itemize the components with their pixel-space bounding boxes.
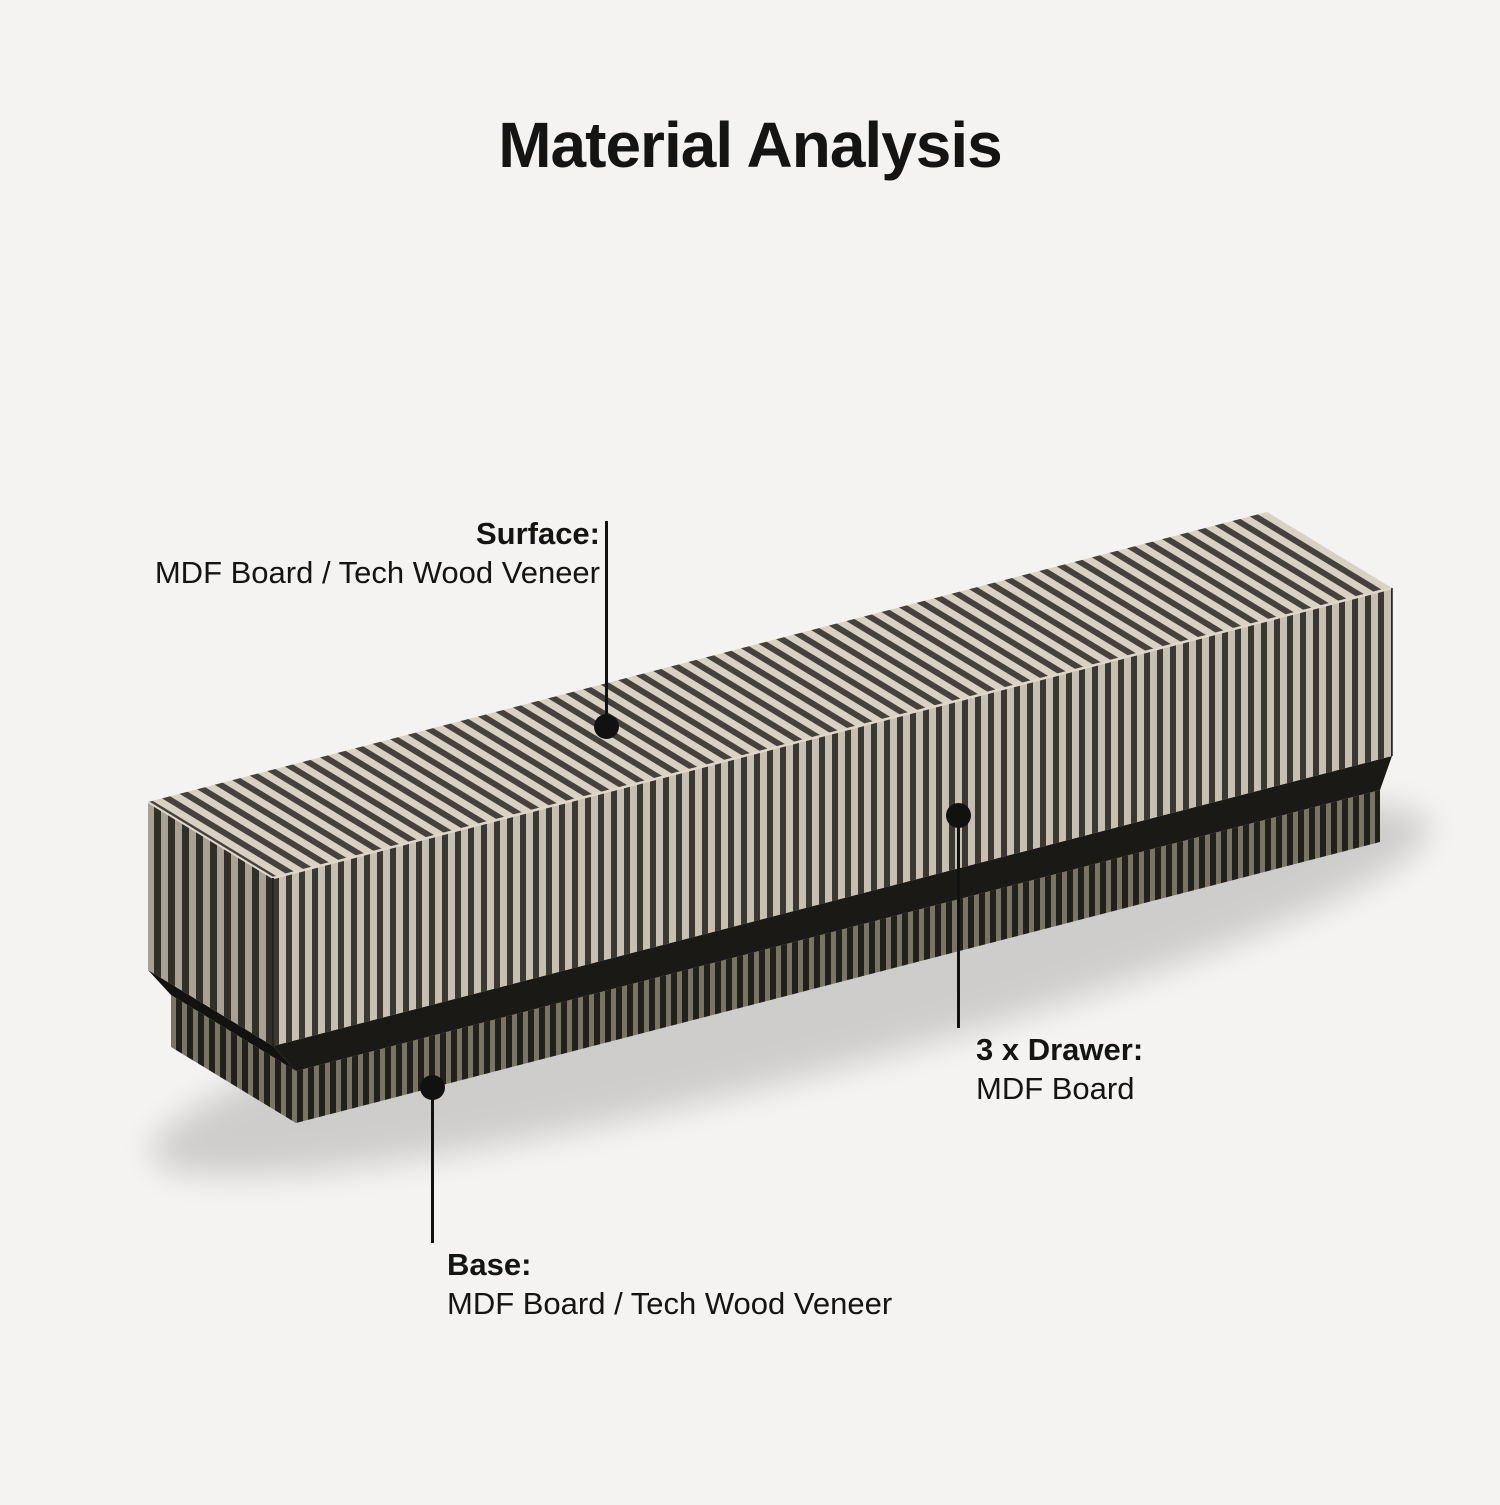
surface-callout-label: Surface:	[475, 516, 600, 551]
drawer-callout-text: 3 x Drawer: MDF Board	[976, 1030, 1143, 1108]
surface-callout-text: Surface: MDF Board / Tech Wood Veneer	[155, 514, 600, 592]
base-callout-line	[431, 1088, 434, 1243]
console-top-end-edge	[147, 801, 274, 879]
base-callout-label: Base:	[447, 1247, 532, 1282]
drawer-callout-value: MDF Board	[976, 1071, 1135, 1106]
console-top-front-edge	[272, 586, 1393, 880]
surface-callout-value: MDF Board / Tech Wood Veneer	[154, 555, 600, 590]
base-callout-text: Base: MDF Board / Tech Wood Veneer	[447, 1245, 892, 1323]
console-top-face	[148, 512, 1392, 878]
drawer-callout-label: 3 x Drawer:	[976, 1032, 1144, 1067]
console-underside-left	[148, 970, 296, 1071]
surface-callout-line	[605, 521, 608, 727]
page-title: Material Analysis	[498, 109, 1003, 181]
console-plinth-front-face	[296, 790, 1380, 1123]
console-front-face	[273, 588, 1392, 1046]
console-left-end-face	[148, 802, 273, 1046]
drawer-callout-line	[957, 816, 960, 1028]
console-underside-front	[273, 756, 1392, 1071]
base-callout-value: MDF Board / Tech Wood Veneer	[447, 1286, 893, 1321]
console-plinth-end-face	[171, 995, 296, 1123]
surface-callout-dot	[594, 714, 619, 739]
